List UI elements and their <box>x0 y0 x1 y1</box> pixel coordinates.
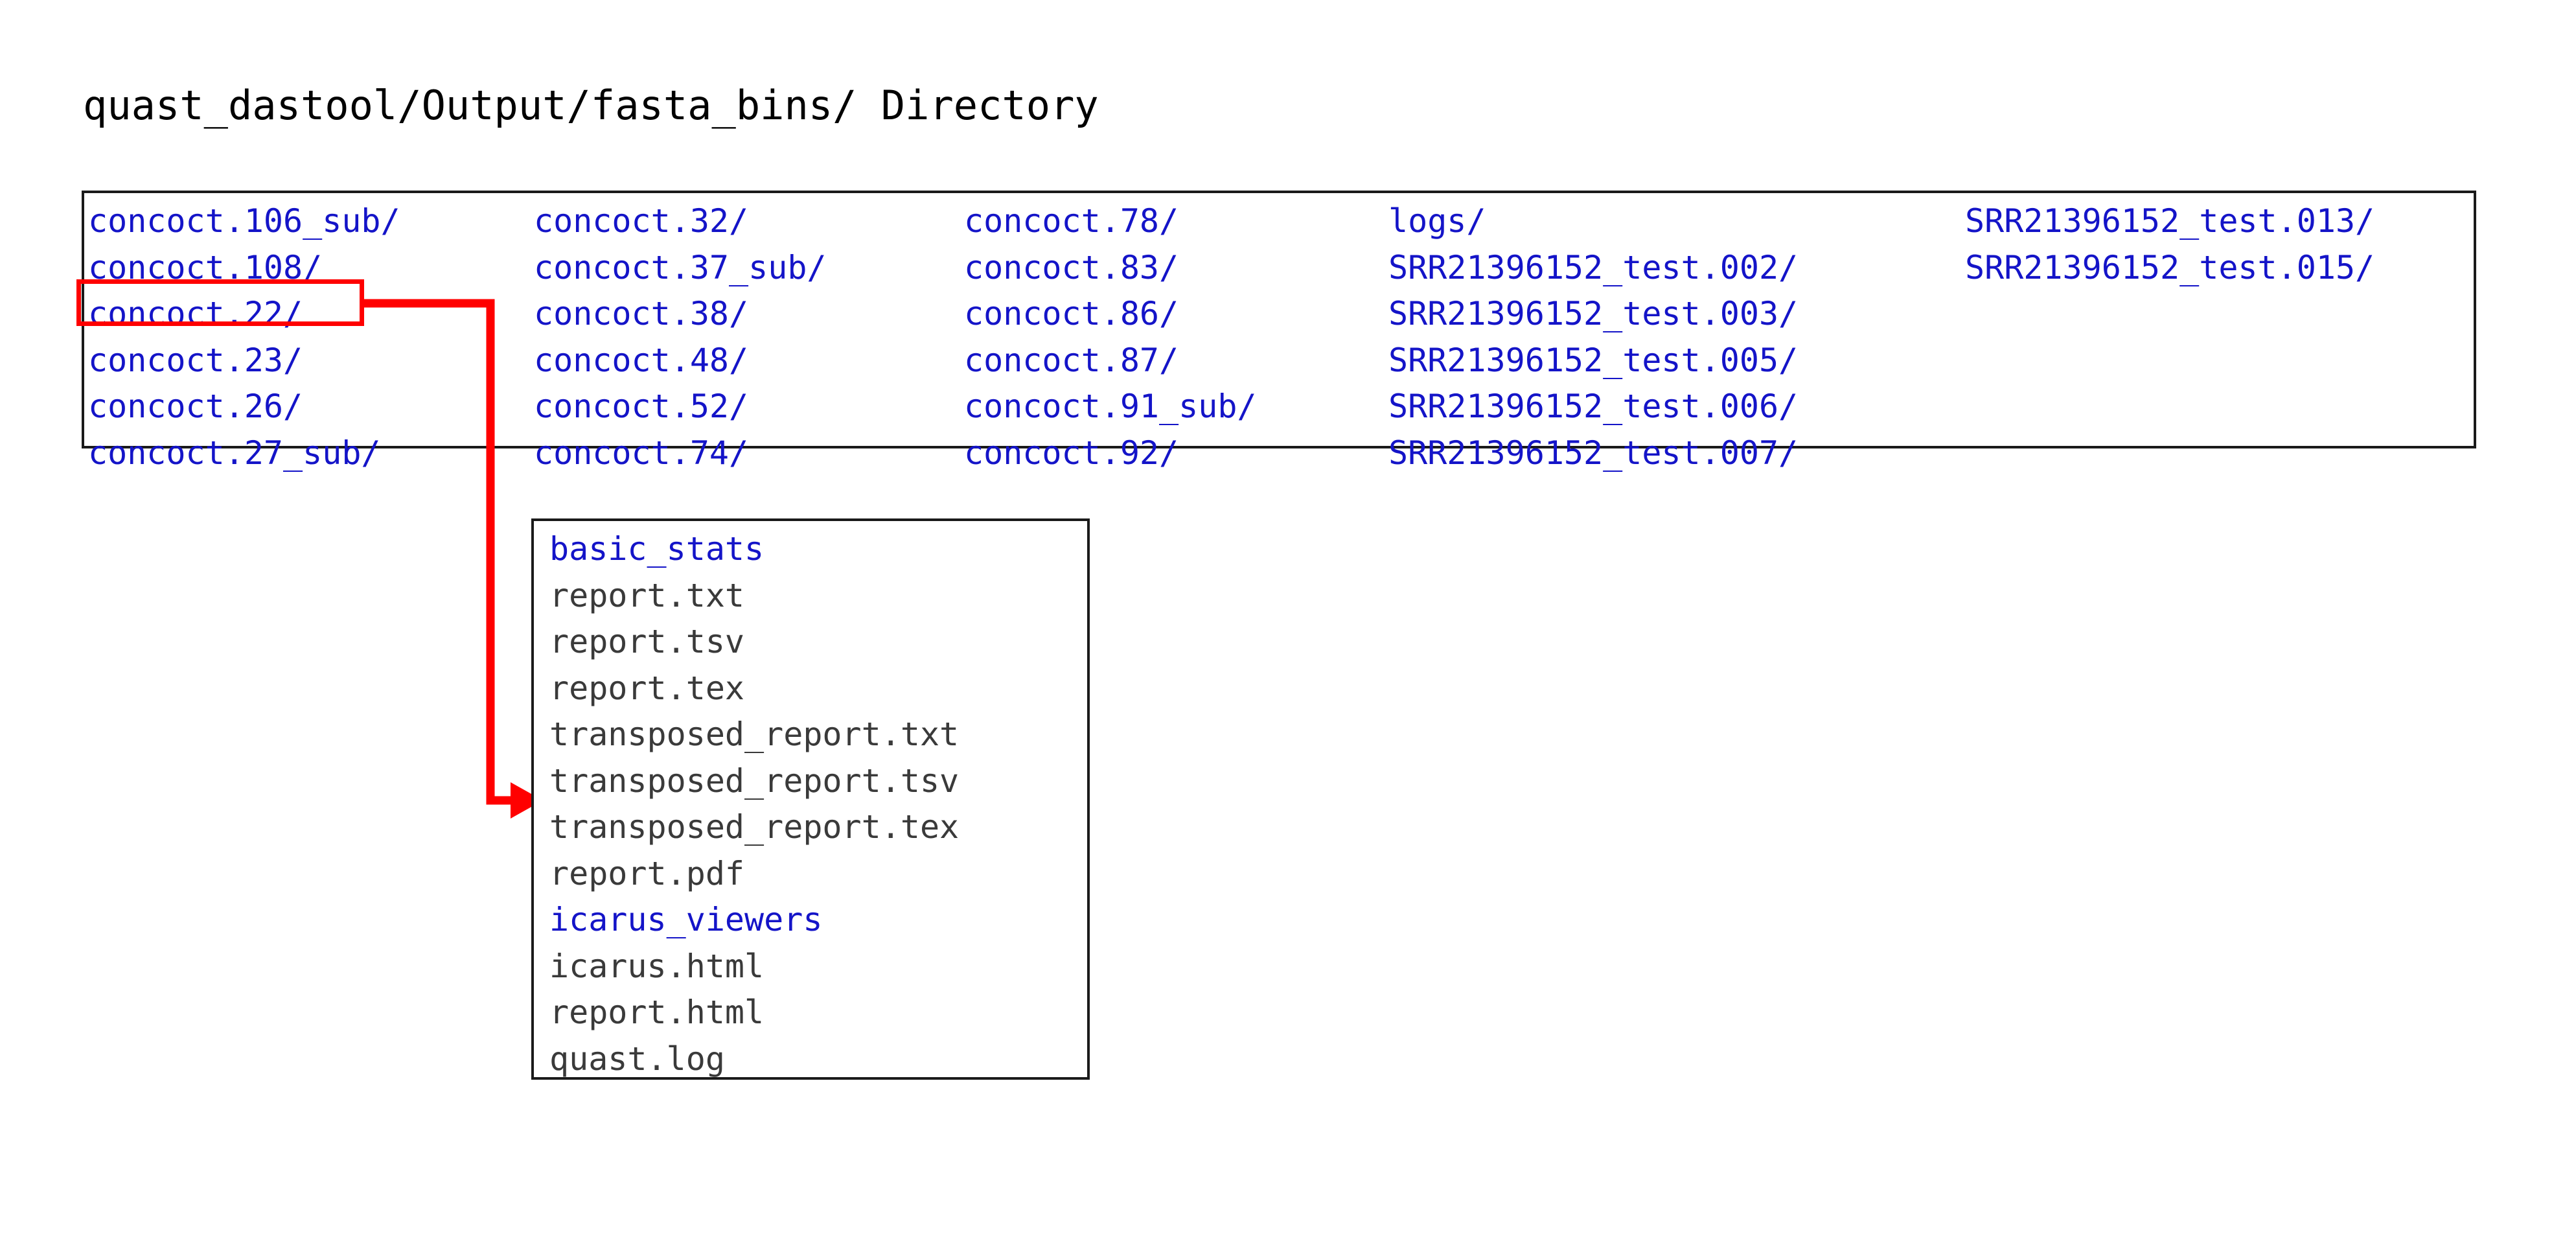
directory-entry[interactable]: concoct.22/ <box>88 295 303 332</box>
directory-entry[interactable]: concoct.78/ <box>964 202 1179 240</box>
directory-entry[interactable]: SRR21396152_test.015/ <box>1965 248 2375 286</box>
directory-entry[interactable]: SRR21396152_test.003/ <box>1388 295 1799 332</box>
directory-column-1: concoct.32/concoct.37_sub/concoct.38/con… <box>534 198 827 476</box>
directory-entry[interactable]: concoct.74/ <box>534 434 749 472</box>
file-list-file-entry[interactable]: quast.log <box>549 1040 725 1078</box>
directory-listing-columns: concoct.106_sub/concoct.108/concoct.22/c… <box>84 193 2474 472</box>
directory-listing-box: concoct.106_sub/concoct.108/concoct.22/c… <box>82 191 2476 472</box>
directory-column-3: logs/SRR21396152_test.002/SRR21396152_te… <box>1388 198 1798 476</box>
directory-entry[interactable]: concoct.32/ <box>534 202 749 240</box>
file-list-file-entry[interactable]: report.tex <box>549 669 745 707</box>
directory-entry[interactable]: concoct.37_sub/ <box>534 248 827 286</box>
file-list-file-entry[interactable]: report.html <box>549 994 765 1031</box>
directory-entry[interactable]: concoct.86/ <box>964 295 1179 332</box>
directory-entry[interactable]: concoct.91_sub/ <box>964 388 1257 425</box>
directory-entry[interactable]: SRR21396152_test.006/ <box>1388 388 1799 425</box>
directory-entry[interactable]: concoct.106_sub/ <box>88 202 400 240</box>
directory-entry[interactable]: concoct.27_sub/ <box>88 434 381 472</box>
file-list-file-entry[interactable]: transposed_report.tsv <box>549 762 960 800</box>
directory-entry[interactable]: logs/ <box>1388 202 1486 240</box>
file-list-file-entry[interactable]: transposed_report.txt <box>549 715 960 753</box>
file-list-box: basic_stats report.txt report.tsv report.te… <box>531 518 1090 1080</box>
directory-entry[interactable]: concoct.52/ <box>534 388 749 425</box>
directory-entry[interactable]: concoct.108/ <box>88 248 323 286</box>
file-list-file-entry[interactable]: report.tsv <box>549 623 745 660</box>
directory-entry[interactable]: concoct.38/ <box>534 295 749 332</box>
file-list: basic_stats report.txt report.tsv report.te… <box>549 526 959 1082</box>
file-list-file-entry[interactable]: icarus.html <box>549 947 765 985</box>
directory-entry[interactable]: SRR21396152_test.002/ <box>1388 248 1799 286</box>
file-list-file-entry[interactable]: report.pdf <box>549 854 745 892</box>
directory-entry[interactable]: concoct.87/ <box>964 341 1179 379</box>
file-list-directory-entry[interactable]: icarus_viewers <box>549 901 823 938</box>
directory-column-4: SRR21396152_test.013/SRR21396152_test.01… <box>1965 198 2375 291</box>
directory-entry[interactable]: concoct.23/ <box>88 341 303 379</box>
file-list-directory-entry[interactable]: basic_stats <box>549 530 765 568</box>
directory-entry[interactable]: concoct.83/ <box>964 248 1179 286</box>
directory-entry[interactable]: SRR21396152_test.013/ <box>1965 202 2375 240</box>
directory-entry[interactable]: concoct.48/ <box>534 341 749 379</box>
file-list-file-entry[interactable]: transposed_report.tex <box>549 808 960 846</box>
page-title: quast_dastool/Output/fasta_bins/ Directo… <box>83 82 1099 129</box>
file-list-file-entry[interactable]: report.txt <box>549 576 745 614</box>
directory-column-0: concoct.106_sub/concoct.108/concoct.22/c… <box>88 198 400 476</box>
directory-entry[interactable]: concoct.92/ <box>964 434 1179 472</box>
directory-column-2: concoct.78/concoct.83/concoct.86/concoct… <box>964 198 1257 476</box>
directory-entry[interactable]: SRR21396152_test.007/ <box>1388 434 1799 472</box>
directory-entry[interactable]: SRR21396152_test.005/ <box>1388 341 1799 379</box>
directory-entry[interactable]: concoct.26/ <box>88 388 303 425</box>
